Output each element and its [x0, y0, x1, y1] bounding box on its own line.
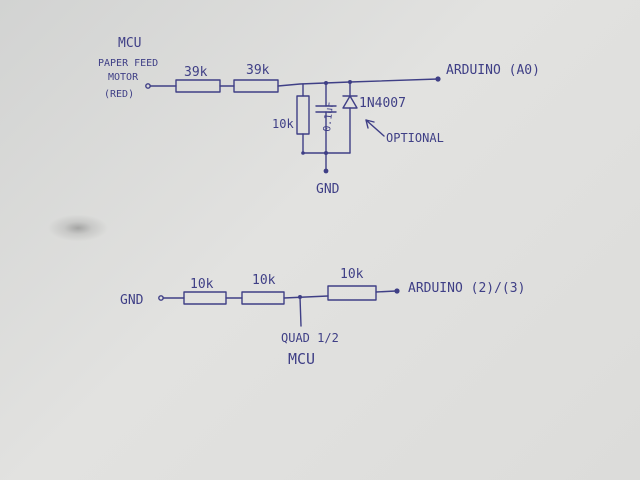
resistor-r1-label: 39k — [184, 65, 208, 80]
resistor-r2-label: 39k — [246, 63, 270, 78]
junction-dot — [301, 151, 305, 155]
resistor-r3 — [296, 95, 310, 135]
source-label-line-2: PAPER FEED — [98, 58, 158, 69]
ground-node — [323, 168, 329, 174]
resistor-r3-label: 10k — [340, 267, 364, 282]
capacitor-label: 0.1uF — [322, 101, 336, 132]
resistor-r1 — [183, 291, 227, 305]
output-wire — [277, 78, 439, 87]
input-wire — [299, 296, 302, 327]
diode-label: 1N4007 — [359, 96, 406, 111]
resistor-r3-label: 10k — [272, 117, 294, 131]
input-label-line-1: QUAD 1/2 — [281, 331, 339, 345]
source-label-line-4: (RED) — [104, 89, 134, 100]
output-label: ARDUINO (A0) — [446, 63, 540, 78]
output-node — [435, 76, 441, 82]
resistor-r2-label: 10k — [252, 273, 276, 288]
output-node — [394, 288, 400, 294]
wire — [283, 295, 329, 299]
source-label-line-3: MOTOR — [108, 72, 139, 83]
resistor-r1-label: 10k — [190, 277, 214, 292]
ground-label: GND — [316, 182, 340, 197]
divider-circuit-2: GND 10k 10k QUAD 1/2 MCU 10k ARDUINO (2)… — [120, 267, 525, 368]
wire — [375, 290, 397, 293]
divider-circuit: MCU PAPER FEED MOTOR (RED) 39k 39k ARDUI… — [98, 36, 540, 197]
diode — [342, 95, 358, 109]
ground-label: GND — [120, 293, 144, 308]
source-label-line-1: MCU — [118, 36, 141, 51]
output-label: ARDUINO (2)/(3) — [408, 281, 525, 296]
resistor-r3 — [327, 285, 377, 301]
optional-label: OPTIONAL — [386, 131, 444, 145]
arrow-icon — [365, 119, 385, 137]
input-label-line-2: MCU — [288, 350, 315, 368]
resistor-r2 — [241, 291, 285, 305]
resistor-r2 — [233, 79, 279, 93]
resistor-r1 — [175, 79, 221, 93]
